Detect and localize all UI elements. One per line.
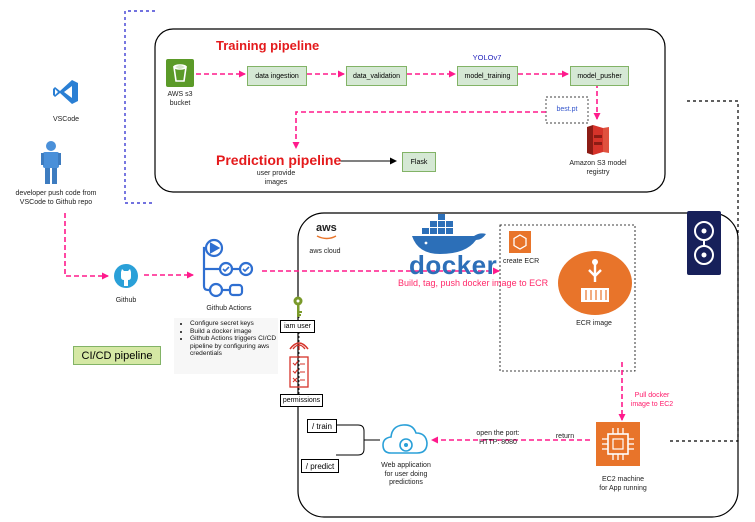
step-data-ingestion: data ingestion — [247, 66, 307, 86]
vscode-icon — [52, 78, 80, 106]
ecr-image-icon — [557, 250, 633, 316]
model-tag: YOLOv7 — [472, 53, 502, 62]
training-title: Training pipeline — [216, 38, 320, 53]
github-actions-icon — [196, 238, 260, 298]
developer-icon — [39, 140, 63, 186]
best-pt-frame — [545, 96, 589, 124]
black-dashed-link — [670, 100, 739, 442]
step-data-validation: data_validation — [346, 66, 407, 86]
actions-note: Github Actions triggers CI/CD pipeline b… — [190, 335, 278, 358]
prediction-title: Prediction pipeline — [216, 152, 342, 168]
github-actions-label: Github Actions — [206, 305, 252, 312]
github-icon — [112, 263, 140, 289]
circleci-icon — [687, 211, 721, 275]
s3-registry-icon — [583, 123, 613, 157]
actions-notes-panel: Configure secret keys Build a docker ima… — [174, 318, 278, 374]
vscode-label: VSCode — [52, 116, 80, 123]
s3-bucket-icon — [166, 59, 194, 87]
permissions-box: permissions — [280, 394, 323, 407]
artifact-label: best.pt — [556, 106, 578, 113]
step-model-training: model_training — [457, 66, 518, 86]
flask-box: Flask — [402, 152, 436, 172]
ec2-label: EC2 machine for App running — [599, 476, 647, 492]
ecr-image-label: ECR image — [576, 320, 612, 327]
iam-user-box: iam user — [280, 320, 315, 333]
github-label: Github — [115, 297, 137, 304]
web-app-icon — [381, 421, 431, 459]
aws-smile-icon — [316, 235, 337, 240]
docker-flow-label: Build, tag, push docker image to ECR — [398, 278, 549, 288]
permissions-icon — [287, 337, 311, 389]
ec2-icon — [596, 422, 640, 466]
s3-registry-label: Amazon S3 model registry — [569, 160, 627, 176]
key-icon — [292, 296, 304, 318]
pull-image-label: Pull docker image to EC2 — [630, 392, 674, 408]
web-app-label: Web application for user doing predictio… — [381, 462, 431, 486]
user-provide-label: user provide images — [256, 170, 296, 186]
step-model-pusher: model_pusher — [570, 66, 629, 86]
aws-cloud-label: aws cloud — [309, 248, 341, 255]
cicd-pipeline-label: CI/CD pipeline — [73, 346, 161, 365]
developer-label: developer push code from VSCode to Githu… — [15, 190, 97, 206]
open-port-label: open the port: HTTP: 8080 — [476, 430, 520, 446]
docker-icon — [404, 214, 494, 254]
ecr-frame — [499, 224, 636, 372]
blue-dashed-link — [124, 10, 155, 204]
s3-bucket-label: AWS s3 bucket — [167, 91, 193, 107]
route-train: / train — [307, 419, 337, 433]
training-frame — [154, 28, 666, 193]
actions-note: Configure secret keys — [190, 320, 278, 328]
docker-wordmark: docker — [409, 250, 498, 280]
ecr-icon — [509, 231, 531, 253]
aws-logo: aws — [316, 222, 337, 234]
create-ecr-label: create ECR — [503, 258, 540, 265]
route-predict: / predict — [301, 459, 339, 473]
actions-note: Build a docker image — [190, 328, 278, 336]
return-label: return — [555, 433, 575, 440]
